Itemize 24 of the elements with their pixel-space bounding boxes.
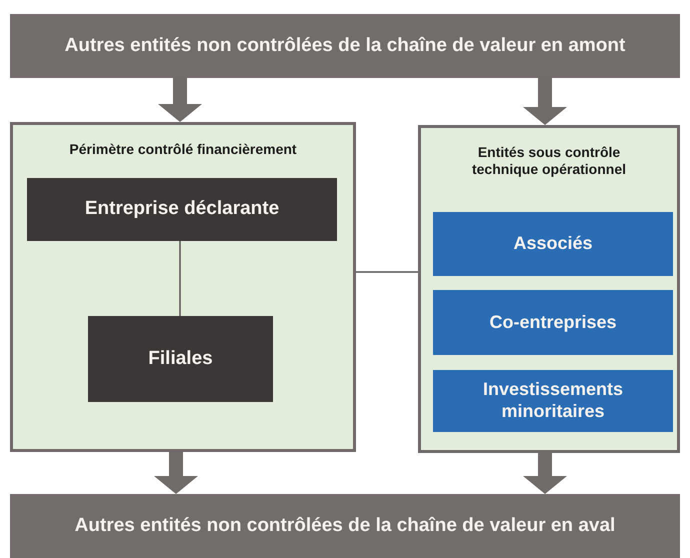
connector-line <box>356 271 418 273</box>
panel-heading: Entités sous contrôle technique opérationnel <box>470 144 627 178</box>
box-label: Co-entreprises <box>489 312 617 334</box>
box-label: Autres entités non contrôlées de la chaîne de valeur en amont <box>64 34 626 58</box>
band-box <box>10 14 680 78</box>
box-label: Entreprise déclarante <box>84 198 280 221</box>
group-panel <box>10 122 356 452</box>
entity-box <box>433 370 673 432</box>
block-arrow <box>158 78 202 122</box>
box-label: Investissements minoritaires <box>482 379 624 423</box>
panel-heading: Périmètre contrôlé financièrement <box>69 141 297 158</box>
block-arrow <box>523 78 567 125</box>
band-box <box>10 494 680 558</box>
entity-box <box>433 290 673 355</box>
box-label: Associés <box>513 233 593 255</box>
block-arrow <box>154 452 198 494</box>
connector-line <box>179 241 181 316</box>
block-arrow <box>523 453 567 494</box>
entity-box <box>88 316 273 402</box>
group-panel <box>418 125 680 453</box>
entity-box <box>27 178 337 241</box>
box-label: Filiales <box>148 348 213 370</box>
entity-box <box>433 212 673 276</box>
box-label: Autres entités non contrôlées de la chaîne de valeur en aval <box>74 514 616 538</box>
